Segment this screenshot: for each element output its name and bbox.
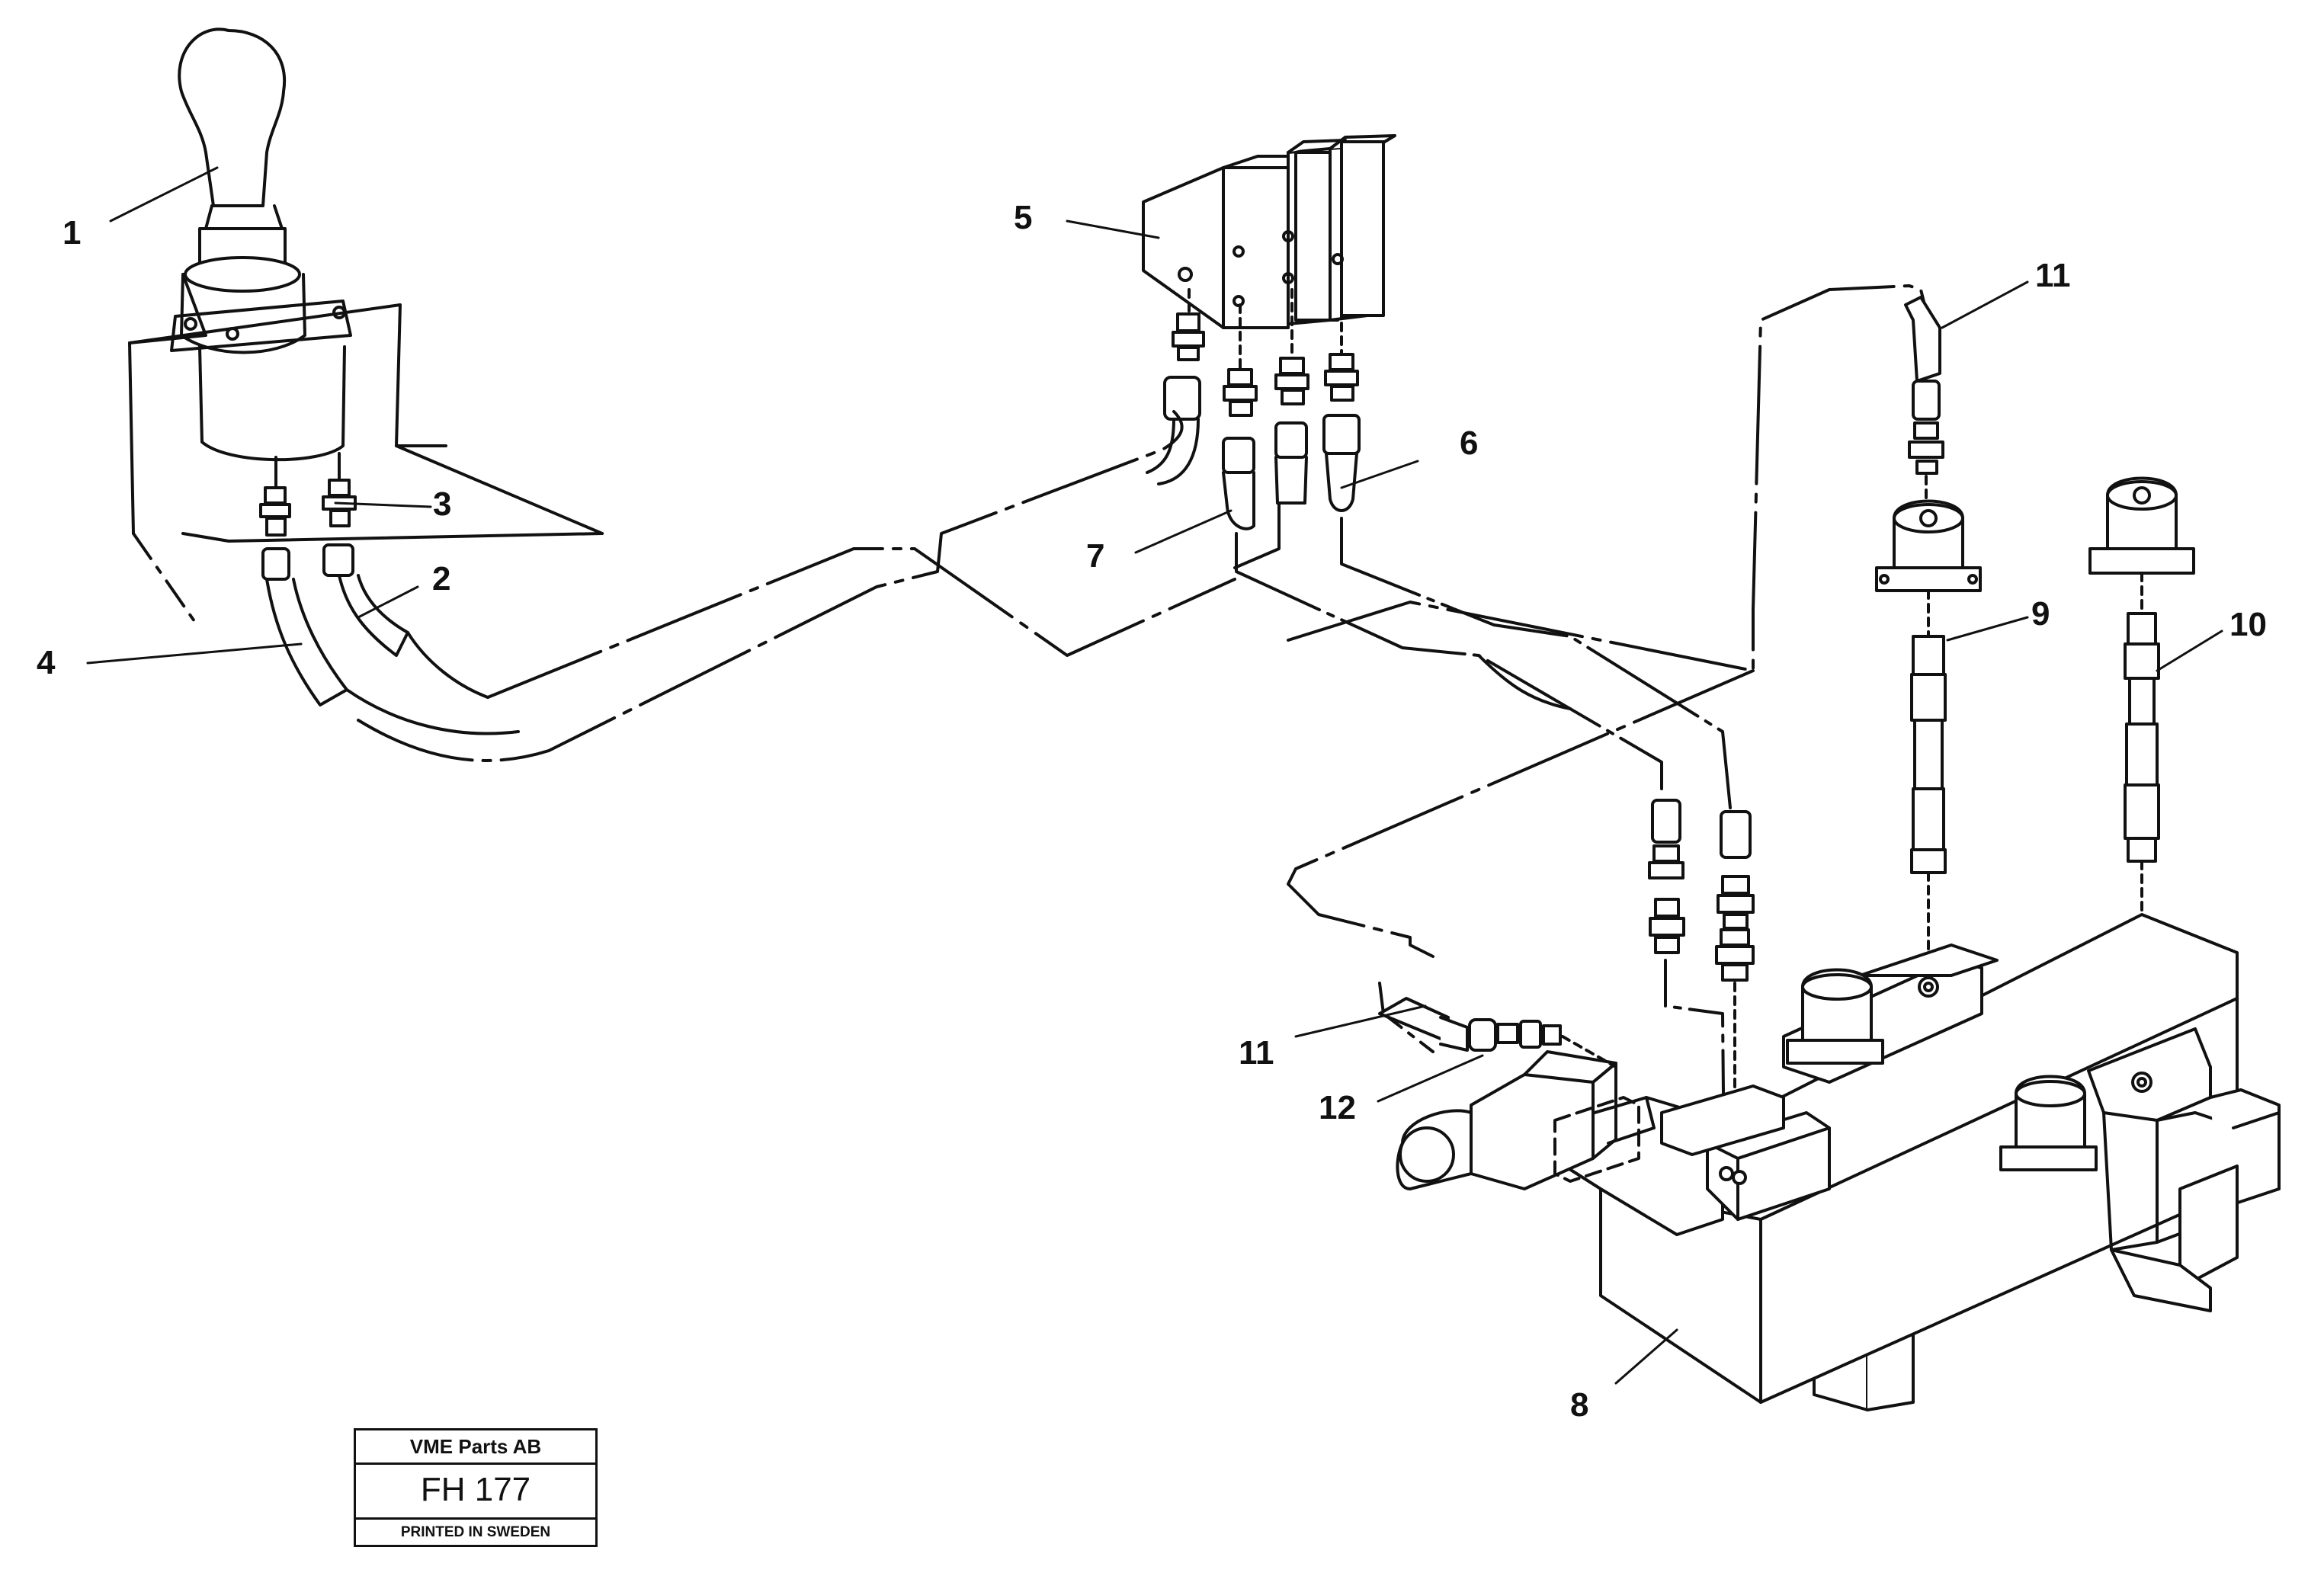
fittings-part-3 [259,452,357,581]
company-name: VME Parts AB [356,1430,595,1465]
pilot-line [1287,669,1755,958]
main-control-valve-part-8 [1396,913,2281,1411]
title-block: VME Parts AB FH 177 PRINTED IN SWEDEN [354,1428,598,1547]
callout-12: 12 [1319,1089,1356,1126]
callout-11-lower: 11 [1239,1034,1274,1072]
hoses-part-2-4 [265,410,1236,762]
control-lever-part-1 [128,27,604,623]
leader-lines [86,166,2223,1385]
callout-4: 4 [37,644,56,681]
callout-9: 9 [2031,595,2050,633]
callout-3: 3 [433,485,452,523]
callout-11-top: 11 [2035,257,2071,294]
servo-unit-part-9 [1875,499,1982,992]
hose-part-11-lower [1378,982,1497,1053]
callout-10: 10 [2229,606,2267,643]
callout-7: 7 [1086,537,1105,575]
fitting-part-12 [1496,1020,1617,1068]
valve-block-part-5 [1142,134,1396,329]
servo-unit-part-10 [2088,476,2195,1084]
printed-note: PRINTED IN SWEDEN [400,1523,551,1540]
callout-6: 6 [1460,424,1479,462]
callout-5: 5 [1014,199,1033,236]
callout-1: 1 [63,214,82,251]
drawing-number: FH 177 [356,1462,595,1520]
return-line-part-11-top [1287,284,1944,672]
callout-8: 8 [1570,1386,1589,1424]
callout-2: 2 [432,560,451,597]
valve-fittings [1146,280,1361,530]
hoses-part-6-7 [1233,501,1732,809]
